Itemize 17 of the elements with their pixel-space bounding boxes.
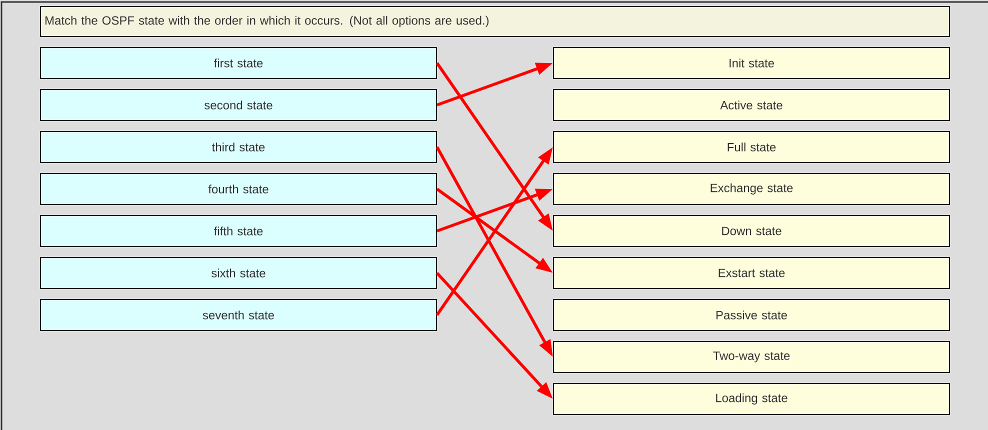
order-box: third state: [40, 131, 437, 163]
state-box: Loading state: [553, 383, 950, 415]
instruction-box: Match the OSPF state with the order in which it occurs. (Not all options are used.): [40, 6, 950, 37]
state-box: Two-way state: [553, 341, 950, 373]
state-box: Exchange state: [553, 173, 950, 205]
state-box: Passive state: [553, 299, 950, 331]
order-box: seventh state: [40, 299, 437, 331]
order-box: sixth state: [40, 257, 437, 289]
order-box: fourth state: [40, 173, 437, 205]
state-box: Down state: [553, 215, 950, 247]
order-box: second state: [40, 89, 437, 121]
state-box: Exstart state: [553, 257, 950, 289]
state-box: Init state: [553, 47, 950, 79]
order-box: first state: [40, 47, 437, 79]
state-box: Full state: [553, 131, 950, 163]
order-box: fifth state: [40, 215, 437, 247]
state-box: Active state: [553, 89, 950, 121]
